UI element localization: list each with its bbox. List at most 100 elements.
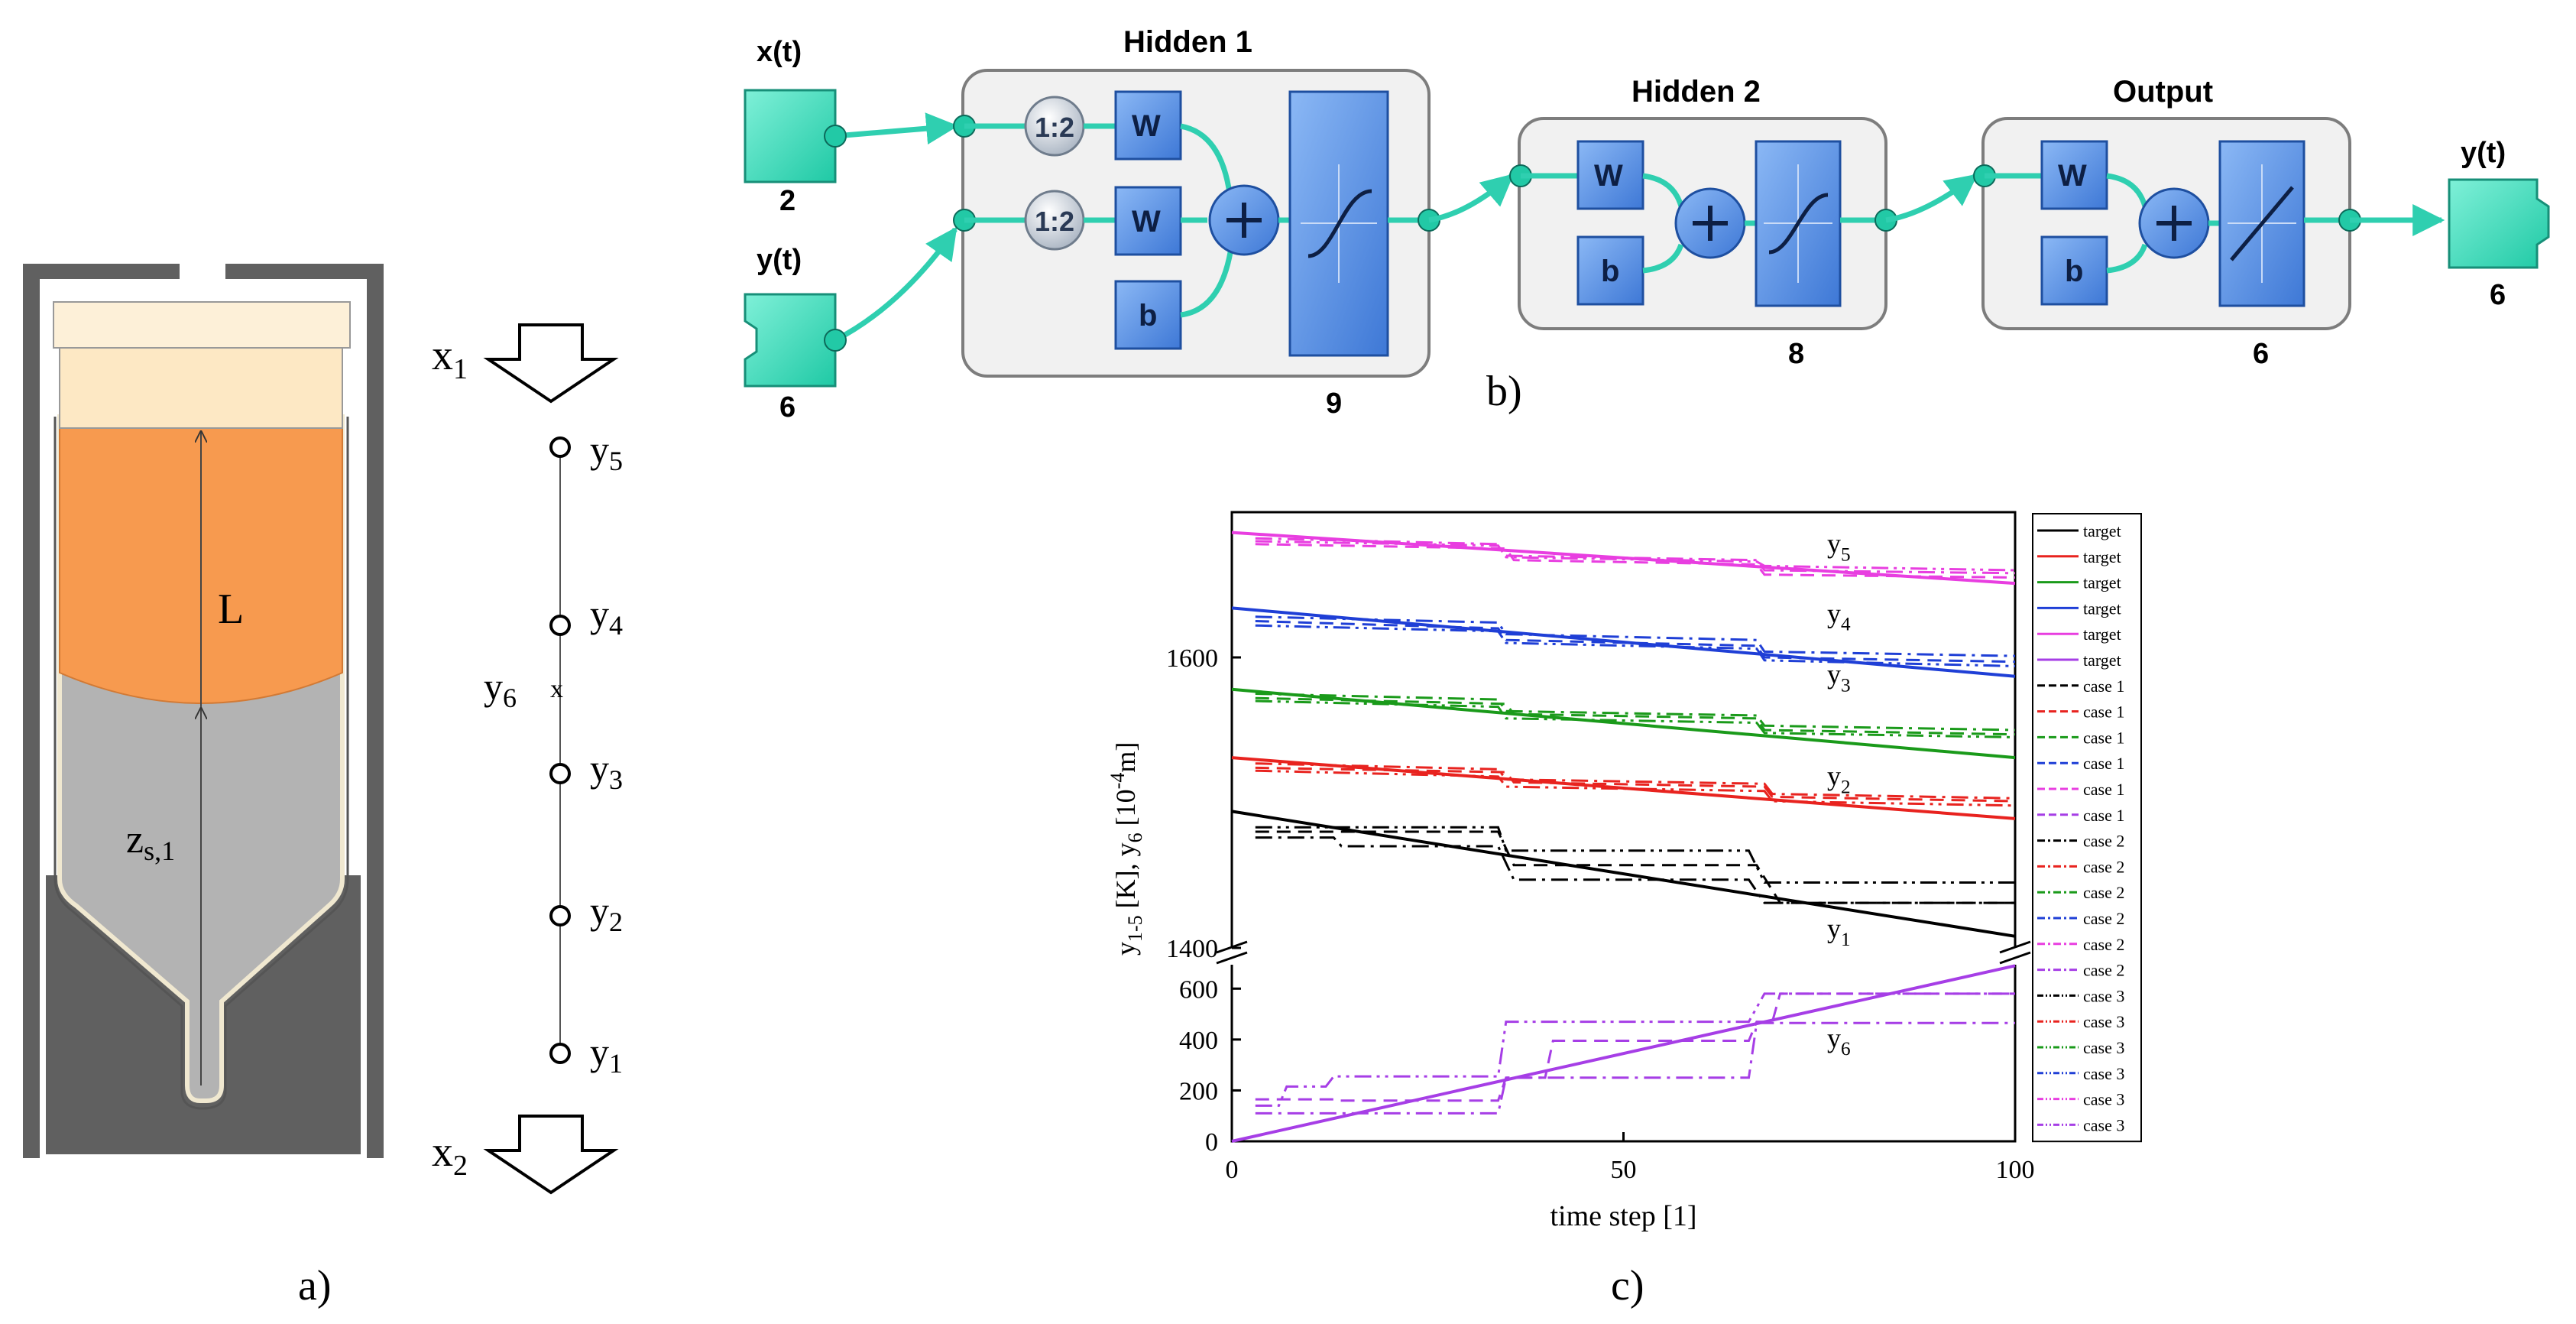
legend-label: case 3 xyxy=(2083,986,2124,1005)
legend-label: case 2 xyxy=(2083,909,2124,928)
y-tick-label: 200 xyxy=(1179,1077,1218,1105)
output-x2-label: x2 xyxy=(432,1128,468,1182)
svg-text:y3: y3 xyxy=(590,747,623,795)
series-y6-case-3 xyxy=(1255,992,2015,1107)
svg-text:y4: y4 xyxy=(590,592,623,641)
legend-label: target xyxy=(2083,547,2121,566)
hidden2-weight: W xyxy=(1576,140,1644,210)
series-annotation-y2: y2 xyxy=(1827,761,1851,797)
svg-text:x: x xyxy=(550,675,563,703)
output-transfer-purelin xyxy=(2218,140,2305,307)
input-x-label: x(t) xyxy=(757,36,802,68)
hidden1-bias: b xyxy=(1114,280,1182,350)
series-annotation-y4: y4 xyxy=(1827,598,1851,634)
legend-label: case 1 xyxy=(2083,780,2124,799)
series-annotation-y3: y3 xyxy=(1827,659,1851,696)
output-weight: W xyxy=(2040,140,2108,210)
top-layer xyxy=(53,301,351,349)
hidden2-transfer-tansig xyxy=(1755,140,1842,307)
svg-text:W: W xyxy=(1594,159,1623,193)
series-y4-case-1 xyxy=(1255,620,2016,664)
hidden1-size: 9 xyxy=(1326,388,1342,420)
output-x2-arrow xyxy=(483,1115,619,1195)
panel-b-label: b) xyxy=(1486,368,1522,415)
chart-legend: targettargettargettargettargettargetcase… xyxy=(2032,513,2142,1143)
input-x1-label: x1 xyxy=(432,332,468,385)
legend-label: case 2 xyxy=(2083,832,2124,851)
legend-label: case 2 xyxy=(2083,857,2124,876)
legend-label: case 1 xyxy=(2083,806,2124,825)
legend-label: case 2 xyxy=(2083,961,2124,980)
legend-label: target xyxy=(2083,521,2121,540)
length-label: L xyxy=(218,586,244,633)
sensor-y1: y1 xyxy=(549,1030,623,1079)
legend-label: case 2 xyxy=(2083,883,2124,902)
series-y5-case-3 xyxy=(1255,540,2016,572)
legend-label: case 1 xyxy=(2083,703,2124,722)
svg-text:y2: y2 xyxy=(590,889,623,937)
svg-text:W: W xyxy=(1132,205,1161,239)
hidden1-title: Hidden 1 xyxy=(1123,25,1252,59)
y-tick-label: 600 xyxy=(1179,975,1218,1004)
x-tick-label: 100 xyxy=(1996,1156,2035,1184)
svg-text:W: W xyxy=(1132,109,1161,143)
legend-label: target xyxy=(2083,625,2121,644)
axis-break-mark xyxy=(1216,951,1248,965)
series-y5-case-1 xyxy=(1255,543,2016,579)
series-y3-case-1 xyxy=(1255,696,2016,736)
input-y-label: y(t) xyxy=(757,244,802,276)
hidden2-sum xyxy=(1674,187,1746,259)
hidden2-size: 8 xyxy=(1788,338,1804,370)
svg-text:b: b xyxy=(2065,255,2083,288)
sensor-y2: y2 xyxy=(549,889,623,937)
hidden1-sum xyxy=(1208,184,1280,256)
legend-label: case 2 xyxy=(2083,935,2124,954)
series-y2-case-1 xyxy=(1255,766,2016,803)
series-annotation-y5: y5 xyxy=(1827,528,1851,565)
legend-label: case 3 xyxy=(2083,1064,2124,1083)
series-annotation-y1: y1 xyxy=(1827,913,1851,950)
panel-c-label: c) xyxy=(1611,1262,1644,1309)
sensor-y6: x y6 xyxy=(484,665,563,713)
hidden1-delay-2: 1:2 xyxy=(1024,190,1085,251)
svg-text:y6: y6 xyxy=(484,665,517,713)
output-bias: b xyxy=(2040,235,2108,306)
panel-a-furnace-diagram: L zs,1 x1 x2 y5 y4 x y6 y3 xyxy=(23,264,623,1309)
output-layer-title: Output xyxy=(2113,75,2213,109)
y-tick-label: 1400 xyxy=(1166,935,1218,963)
series-y1-case-1 xyxy=(1255,830,2015,904)
legend-label: case 3 xyxy=(2083,1038,2124,1057)
axis-break-mark xyxy=(1999,940,2031,954)
legend-label: case 3 xyxy=(2083,1012,2124,1031)
hidden2-title: Hidden 2 xyxy=(1631,75,1761,109)
series-y6-case-2 xyxy=(1255,1021,2015,1115)
hidden1-weight-2: W xyxy=(1114,186,1182,256)
x-axis-label: time step [1] xyxy=(1550,1200,1696,1232)
sensor-y4: y4 xyxy=(549,592,623,641)
panel-b-network-diagram: x(t) 2 y(t) 6 Hidden 1 1:2 1:2 W xyxy=(744,25,2550,423)
y-tick-label: 400 xyxy=(1179,1027,1218,1055)
svg-text:1:2: 1:2 xyxy=(1035,112,1074,143)
legend-label: case 1 xyxy=(2083,677,2124,696)
input-x-size: 2 xyxy=(779,185,795,217)
hidden1-delay-1: 1:2 xyxy=(1024,96,1085,157)
series-y6-case-1 xyxy=(1255,992,2015,1102)
output-layer-size: 6 xyxy=(2253,338,2269,370)
y-tick-label: 0 xyxy=(1205,1128,1218,1157)
series-y6-target xyxy=(1231,964,2016,1143)
input-x-block xyxy=(744,89,837,183)
series-y3-case-2 xyxy=(1255,693,2016,732)
x-tick-label: 0 xyxy=(1226,1156,1239,1184)
input-y-size: 6 xyxy=(779,391,795,423)
series-y4-case-2 xyxy=(1255,615,2016,657)
series-annotation-y6: y6 xyxy=(1827,1023,1851,1060)
series-y1-target xyxy=(1231,810,2016,938)
legend-label: case 3 xyxy=(2083,1090,2124,1109)
legend-box xyxy=(2032,513,2142,1143)
axis-break-mark xyxy=(1999,951,2031,965)
legend-label: case 3 xyxy=(2083,1115,2124,1134)
svg-text:b: b xyxy=(1601,255,1619,288)
output-y-size: 6 xyxy=(2490,279,2506,311)
